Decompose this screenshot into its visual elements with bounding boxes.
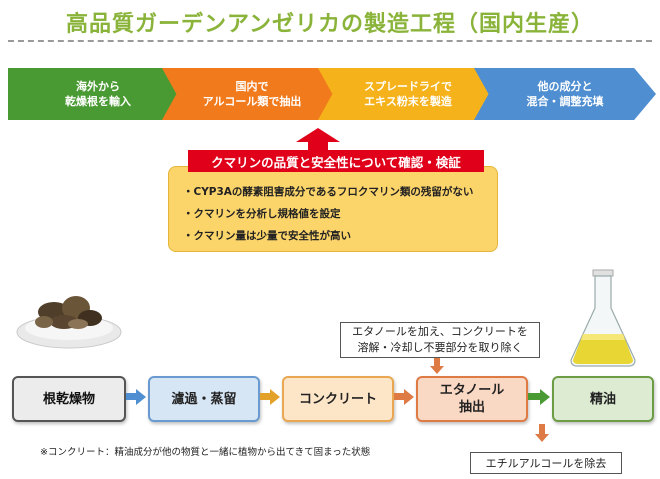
quality-bullet: クマリンを分析し規格値を設定: [183, 203, 497, 225]
flow-ethanol-extraction: エタノール 抽出: [416, 376, 528, 422]
flow-label: 抽出: [458, 400, 485, 415]
ethanol-note-line: 溶解・冷却し不要部分を取り除く: [357, 341, 523, 354]
flow-arrow-stem: [126, 393, 136, 400]
down-arrow-stem: [434, 358, 440, 366]
step-label: スプレードライで: [364, 80, 452, 93]
step-label: 混合・調整充填: [526, 95, 604, 108]
flow-arrow-stem: [528, 393, 540, 400]
step-label: エキス粉末を製造: [364, 95, 452, 108]
flow-filter-distill: 濾過・蒸留: [148, 376, 260, 422]
step-label: アルコール類で抽出: [202, 95, 302, 108]
step-alcohol-extraction: 国内でアルコール類で抽出: [162, 68, 342, 120]
ethanol-note: エタノールを加え、コンクリートを 溶解・冷却し不要部分を取り除く: [340, 322, 540, 358]
down-arrow-stem: [539, 424, 545, 434]
step-label: 他の成分と: [537, 80, 593, 93]
step-label: 国内で: [235, 80, 269, 93]
right-arrow-icon: [136, 389, 146, 405]
flow-essential-oil: 精油: [552, 376, 654, 422]
step-label: 乾燥根を輸入: [65, 95, 131, 108]
right-arrow-icon: [404, 389, 414, 405]
quality-bullet: CYP3Aの酵素阻害成分であるフロクマリン類の残留がない: [183, 181, 497, 203]
right-arrow-icon: [540, 389, 550, 405]
flow-arrow-stem: [394, 393, 404, 400]
page-title: 高品質ガーデンアンゼリカの製造工程（国内生産）: [65, 11, 595, 37]
flow-arrow-stem: [260, 393, 270, 400]
ethyl-alcohol-removal: エチルアルコールを除去: [470, 452, 622, 474]
flask-essential-oil-image: [570, 269, 636, 367]
title-divider: [8, 40, 652, 42]
concrete-footnote: ※コンクリート：精油成分が他の物質と一緒に植物から出てきて固まった状態: [40, 447, 371, 458]
quality-bullet: クマリン量は少量で安全性が高い: [183, 225, 497, 247]
flow-concrete: コンクリート: [282, 376, 394, 422]
quality-check-heading: クマリンの品質と安全性について確認・検証: [188, 150, 484, 172]
up-arrow-stem: [308, 142, 328, 150]
step-spray-dry: スプレードライでエキス粉末を製造: [318, 68, 498, 120]
down-arrow-icon: [535, 434, 549, 442]
down-arrow-icon: [430, 366, 444, 374]
step-import-roots: 海外から乾燥根を輸入: [8, 68, 188, 120]
step-label: 海外から: [76, 80, 120, 93]
ethanol-note-line: エタノールを加え、コンクリートを: [352, 325, 528, 338]
flow-dried-root: 根乾燥物: [12, 376, 126, 422]
right-arrow-icon: [270, 389, 280, 405]
dried-root-bowl-image: [16, 296, 122, 349]
quality-check-box: CYP3Aの酵素阻害成分であるフロクマリン類の残留がない クマリンを分析し規格値…: [168, 166, 498, 252]
step-mix-fill: 他の成分と混合・調整充填: [474, 68, 656, 120]
up-arrow-icon: [296, 128, 340, 142]
flow-label: エタノール: [439, 383, 505, 398]
